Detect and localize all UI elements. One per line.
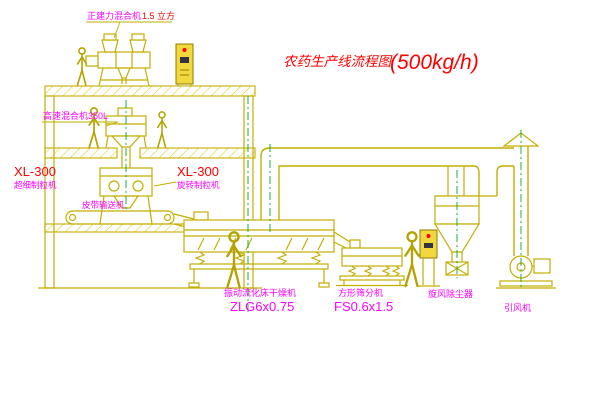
- label-center-granulator: 旋转制粒机: [177, 180, 220, 190]
- label-center-granulator-model: XL-300: [177, 164, 219, 179]
- fan-motor: [533, 258, 551, 274]
- induced-draft-fan: [496, 255, 556, 289]
- control-cabinet-roof: [175, 43, 194, 86]
- vibration-spring: [310, 251, 322, 265]
- sieve-inlet: [349, 239, 361, 249]
- building-column-right: [243, 95, 254, 289]
- transfer-chute: [173, 213, 195, 220]
- fluid-bed-dryer: [183, 211, 351, 288]
- vibration-spring: [234, 251, 246, 265]
- floor-slab-mid-left: [44, 147, 118, 159]
- label-belt-conveyor: 皮带输送机: [82, 200, 125, 210]
- label-top-mixer-spec: 1.5 立方: [142, 10, 175, 21]
- floor-slab-lower: [44, 223, 186, 233]
- building-column-left: [44, 95, 55, 289]
- floor-slab-roof: [44, 85, 256, 97]
- sieve-spring: [391, 265, 401, 277]
- text-labels: 农药生产线流程图 (500kg/h) 正建力混合机 1.5 立方 高速混合机35…: [14, 10, 531, 314]
- diagram-title-capacity: (500kg/h): [390, 51, 479, 74]
- worker-figure: [404, 231, 420, 288]
- sieve-spring: [347, 265, 357, 277]
- sieve-spring: [381, 265, 391, 277]
- label-dryer: 振动流化床干燥机: [224, 287, 296, 298]
- leader-lines: [42, 21, 177, 187]
- control-cabinet-field: [418, 229, 440, 287]
- centerlines: [125, 96, 522, 312]
- dryer-discharge-chute: [333, 231, 351, 243]
- mixer-motor: [85, 55, 99, 67]
- square-sieve: [336, 239, 408, 287]
- label-cyclone: 旋风除尘器: [428, 288, 473, 299]
- dryer-inlet: [193, 211, 209, 221]
- label-fan: 引风机: [504, 302, 531, 313]
- building-structure: [38, 85, 262, 289]
- label-sieve: 方形筛分机: [338, 287, 383, 298]
- sieve-spring: [363, 265, 373, 277]
- exhaust-stack: [502, 132, 540, 256]
- label-dryer-model: ZLG6x0.75: [230, 299, 294, 314]
- label-top-mixer: 正建力混合机: [87, 10, 141, 21]
- diagram-title: 农药生产线流程图: [283, 54, 393, 69]
- label-left-granulator-model: XL-300: [14, 164, 56, 179]
- vibration-spring: [276, 251, 288, 265]
- label-sieve-model: FS0.6x1.5: [334, 299, 393, 314]
- cyclone-separator: [433, 166, 497, 276]
- gravity-mixer: [85, 33, 151, 87]
- cabinet-indicator-light: [426, 234, 431, 238]
- label-high-speed-mixer: 高速混合机350L: [43, 110, 108, 121]
- worker-figure: [156, 111, 168, 149]
- cabinet-indicator-light: [182, 48, 187, 52]
- label-left-granulator: 超细制粒机: [14, 180, 57, 190]
- vibration-spring: [194, 251, 206, 265]
- worker-figure: [76, 47, 88, 86]
- floor-slab-mid-right: [139, 147, 256, 159]
